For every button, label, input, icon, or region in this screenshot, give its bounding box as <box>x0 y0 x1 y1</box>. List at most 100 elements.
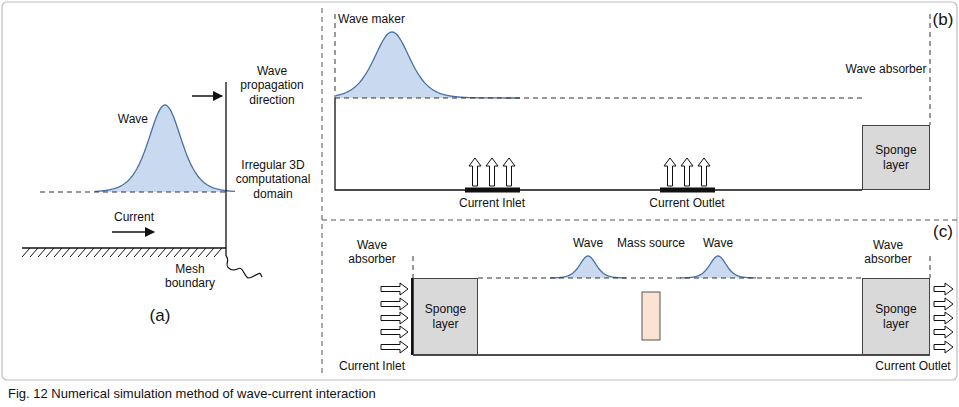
flow-arrow <box>698 158 710 186</box>
figure-frame <box>2 2 957 380</box>
absorber-label: Wave absorber <box>848 238 928 267</box>
hatch-stroke <box>134 248 142 257</box>
mesh-boundary-line <box>225 82 226 256</box>
still-water-line <box>40 192 226 193</box>
wave-fill <box>336 32 520 98</box>
absorber-boundary <box>930 14 931 125</box>
flow-arrow <box>681 158 693 186</box>
direction-label: Wave propagation direction <box>232 64 312 107</box>
current-arrow <box>112 231 154 233</box>
flow-arrow <box>934 283 953 295</box>
flow-arrow <box>381 283 408 295</box>
hatch-stroke <box>102 248 110 257</box>
hatch-stroke <box>54 248 62 257</box>
inlet-label: Current Inlet <box>447 196 537 210</box>
hatch-stroke <box>142 248 150 257</box>
flow-arrows <box>469 158 710 186</box>
node-text: Sponge layer <box>863 141 929 174</box>
tank-bottom <box>413 354 930 355</box>
sponge-layer: Sponge layer <box>862 125 930 190</box>
hatch-stroke <box>126 248 134 257</box>
hatch-stroke <box>62 248 70 257</box>
wave-profile <box>336 32 520 98</box>
outlet-label: Current Outlet <box>871 359 955 373</box>
hatch-stroke <box>118 248 126 257</box>
outlet-label: Current Outlet <box>642 196 732 210</box>
hatch-stroke <box>174 248 182 257</box>
flow-arrow <box>503 158 515 186</box>
hatch-stroke <box>110 248 118 257</box>
still-water-line <box>478 278 862 279</box>
hatch-stroke <box>70 248 78 257</box>
hatch-stroke <box>38 248 46 257</box>
hatch-stroke <box>22 248 30 257</box>
hatch-stroke <box>78 248 86 257</box>
absorber-boundary <box>930 256 931 278</box>
hatch-stroke <box>190 248 198 257</box>
flow-arrow <box>381 298 408 310</box>
wave-profile <box>550 256 626 278</box>
flow-arrow <box>381 326 408 338</box>
panel-letter: (b) <box>930 10 956 30</box>
absorber-boundary <box>413 256 414 278</box>
wave-a <box>95 105 235 192</box>
seabed <box>22 247 226 249</box>
absorber-label: Wave absorber <box>332 238 412 267</box>
still-water-line <box>335 98 862 99</box>
flow-arrow <box>381 312 408 324</box>
wave-b <box>336 32 520 98</box>
mass-source-label: Mass source <box>606 236 696 250</box>
flow-arrow <box>934 341 953 353</box>
hatch-stroke <box>206 248 214 257</box>
wave-label: Wave <box>563 236 613 250</box>
hatch-stroke <box>214 248 222 257</box>
wave-label: Wave <box>104 112 148 126</box>
wave-profile <box>95 105 235 191</box>
sponge-layer: Sponge layer <box>413 278 478 355</box>
hatch-stroke <box>182 248 190 257</box>
mesh-boundary-end <box>226 256 262 278</box>
panel-letter: (c) <box>930 222 956 242</box>
hatch-stroke <box>46 248 54 257</box>
panel-letter: (a) <box>140 306 180 326</box>
domain-label: Irregular 3D computational domain <box>232 158 314 201</box>
flow-arrow <box>381 341 408 353</box>
flow-arrow <box>664 158 676 186</box>
wave-maker-boundary <box>335 14 336 98</box>
wave-fill <box>95 105 235 192</box>
flow-arrow <box>469 158 481 186</box>
wave-fill <box>550 256 626 278</box>
hatch-stroke <box>94 248 102 257</box>
node-text: Sponge layer <box>863 300 929 333</box>
propagation-arrow <box>192 95 222 97</box>
sponge-layer: Sponge layer <box>862 278 930 355</box>
seabed-hatch <box>22 248 222 257</box>
tank-wall <box>335 98 862 190</box>
hatch-stroke <box>86 248 94 257</box>
wave-c <box>550 256 756 278</box>
absorber-label: Wave absorber <box>841 62 931 76</box>
current-label: Current <box>104 210 164 224</box>
hatch-stroke <box>30 248 38 257</box>
hatch-stroke <box>158 248 166 257</box>
inlet-label: Current Inlet <box>332 359 412 373</box>
wave-maker-label: Wave maker <box>338 12 428 26</box>
wave-label: Wave <box>693 236 743 250</box>
wave-fill <box>680 256 756 278</box>
flow-arrow <box>934 326 953 338</box>
flow-arrow <box>486 158 498 186</box>
boundary-label: Mesh boundary <box>160 262 220 291</box>
panel-separator <box>322 220 957 221</box>
mass-source-zone <box>642 292 660 340</box>
outlet-bar <box>660 188 715 193</box>
panel-separator <box>322 8 323 376</box>
inlet-bar <box>465 188 520 193</box>
hatch-stroke <box>198 248 206 257</box>
flow-arrow <box>934 298 953 310</box>
node-text: Sponge layer <box>414 300 477 333</box>
hatch-stroke <box>150 248 158 257</box>
wave-profile <box>680 256 756 278</box>
hatch-stroke <box>166 248 174 257</box>
figure-caption: Fig. 12 Numerical simulation method of w… <box>8 386 376 401</box>
